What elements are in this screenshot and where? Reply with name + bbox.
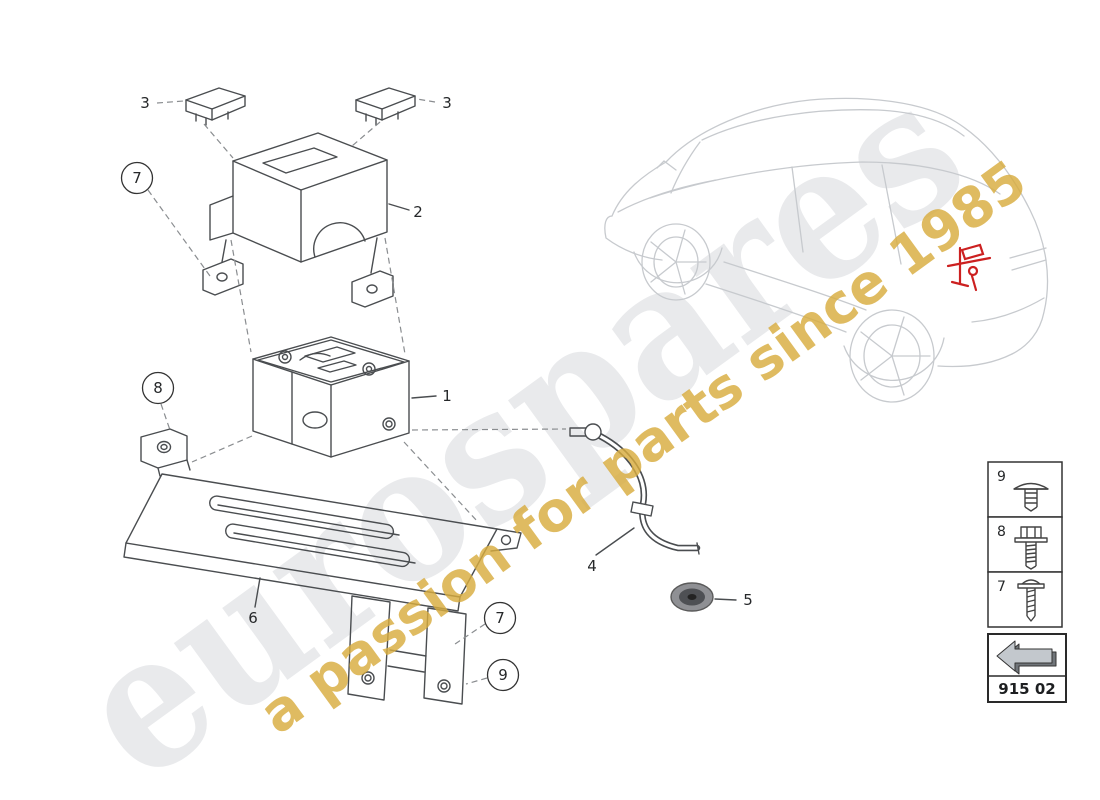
part-group-box[interactable]: 915 02 — [987, 633, 1067, 703]
legend-number: 8 — [997, 524, 1006, 540]
part-vent-pipe — [569, 423, 701, 556]
callout-label: 5 — [743, 591, 753, 609]
callout-vent-pipe[interactable]: 4 — [587, 557, 597, 575]
highlighted-part-location-icon — [946, 243, 992, 292]
callout-bracket-rivet[interactable]: 9 — [486, 658, 520, 692]
legend-item-8[interactable]: 8 — [987, 516, 1063, 573]
direction-arrow-icon — [996, 640, 1057, 675]
part-cover — [202, 132, 410, 308]
callout-cap-right[interactable]: 3 — [442, 94, 452, 112]
fastener-legend: 9 8 7 — [987, 461, 1063, 628]
part-group-frame — [987, 633, 1067, 703]
callout-label: 8 — [153, 379, 163, 397]
callout-circle — [120, 161, 154, 195]
part-cap-left — [185, 87, 246, 126]
callout-grommet[interactable]: 5 — [743, 591, 753, 609]
exploded-parts — [123, 87, 737, 705]
assembly-lines — [147, 98, 567, 685]
callout-cover[interactable]: 2 — [413, 203, 423, 221]
legend-item-7[interactable]: 7 — [987, 571, 1063, 628]
callouts: 3 3 7 2 1 8 6 7 9 4 — [120, 94, 753, 692]
callout-label: 4 — [587, 557, 597, 575]
callout-bracket-bolt[interactable]: 8 — [141, 371, 175, 405]
callout-cover-screw[interactable]: 7 — [120, 161, 154, 195]
callout-label: 7 — [132, 169, 142, 187]
rear-wheel — [849, 309, 935, 403]
callout-bracket-screw[interactable]: 7 — [483, 601, 517, 635]
watermark-brand: eurospares — [39, 39, 1001, 800]
part-bracket — [123, 428, 522, 705]
part-grommet — [670, 582, 737, 612]
legend-item-9[interactable]: 9 — [987, 461, 1063, 518]
legend-number: 9 — [997, 469, 1006, 485]
callout-label: 6 — [248, 609, 258, 627]
callout-label: 3 — [442, 94, 452, 112]
callout-circle — [141, 371, 175, 405]
front-wheel — [641, 223, 711, 301]
car-outline — [604, 97, 1049, 403]
callout-label: 1 — [442, 387, 452, 405]
legend-box — [987, 516, 1063, 573]
callout-label: 7 — [495, 609, 505, 627]
callout-circle — [483, 601, 517, 635]
part-capacitor — [252, 336, 437, 458]
tapping-screw-icon — [1017, 579, 1045, 622]
callout-circle — [486, 658, 520, 692]
callout-bracket[interactable]: 6 — [248, 609, 258, 627]
callout-label: 3 — [140, 94, 150, 112]
part-group-code: 915 02 — [998, 680, 1055, 698]
part-cap-right — [355, 87, 416, 126]
callout-capacitor[interactable]: 1 — [442, 387, 452, 405]
callout-label: 9 — [498, 666, 508, 684]
callout-label: 2 — [413, 203, 423, 221]
callout-cap-left[interactable]: 3 — [140, 94, 150, 112]
push-rivet-icon — [1013, 482, 1049, 512]
legend-number: 7 — [997, 579, 1006, 595]
flange-bolt-icon — [1014, 526, 1048, 570]
